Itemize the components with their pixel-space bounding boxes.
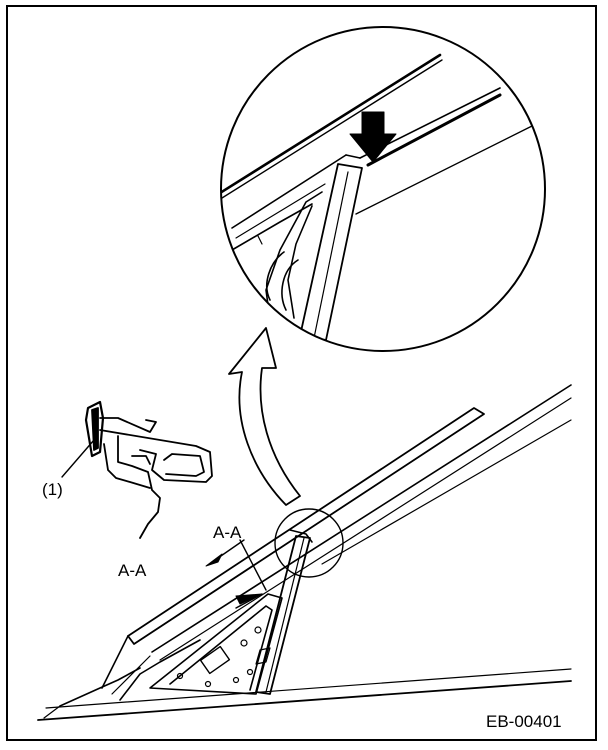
detail-target-circle bbox=[274, 508, 344, 578]
magnify-arrow-icon bbox=[228, 327, 301, 506]
door-main-view bbox=[37, 384, 572, 721]
detail-view bbox=[220, 26, 546, 352]
section-profile bbox=[61, 400, 213, 539]
section-label-left: A-A bbox=[118, 561, 147, 580]
part-leader-line bbox=[61, 439, 95, 478]
section-cut-line bbox=[239, 539, 267, 591]
detail-circle bbox=[220, 26, 546, 352]
section-direction-arrow-icon bbox=[205, 553, 223, 567]
part-number-label: (1) bbox=[42, 480, 63, 499]
figure-frame bbox=[6, 5, 597, 741]
push-down-arrow-icon bbox=[349, 111, 397, 163]
section-label-right: A-A bbox=[213, 523, 242, 542]
figure-code: EB-00401 bbox=[486, 712, 562, 731]
